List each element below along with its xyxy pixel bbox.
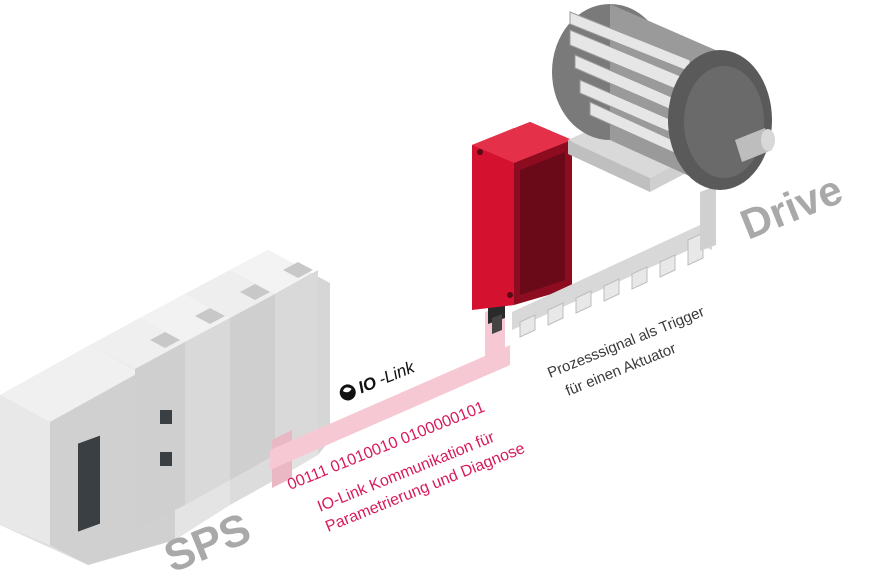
photoelectric-sensor (472, 122, 572, 334)
motor-drive (552, 4, 775, 192)
plc-controller (0, 250, 330, 565)
process-signal-wave (512, 186, 716, 338)
io-link-logo-icon (339, 384, 356, 401)
io-link-logo-link: -Link (376, 357, 419, 389)
drive-label: Drive (734, 165, 849, 248)
io-link-logo-io: IO (356, 373, 380, 397)
